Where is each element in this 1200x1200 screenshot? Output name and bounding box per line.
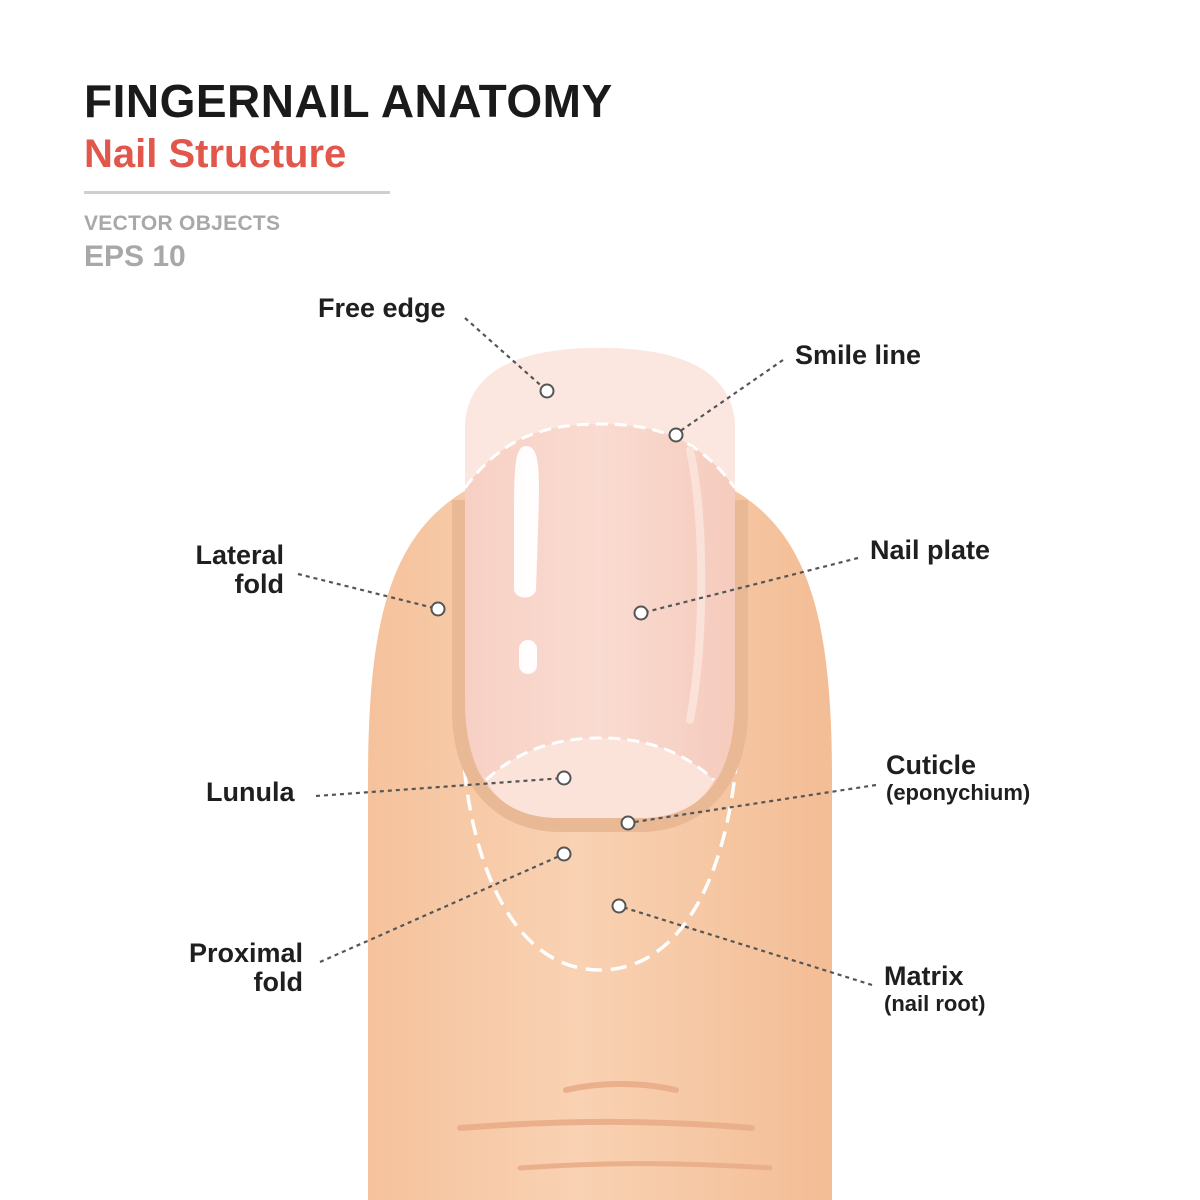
marker-lateral-fold [430, 601, 446, 617]
marker-smile-line [668, 427, 684, 443]
leader-free-edge [464, 317, 547, 391]
label-lateral-fold-line1: Lateral [195, 540, 284, 570]
marker-nail-plate [633, 605, 649, 621]
marker-lunula [556, 770, 572, 786]
page-title: FINGERNAIL ANATOMY [84, 75, 613, 127]
lunula-shape [486, 738, 714, 818]
label-proximal-fold-line1: Proximal [188, 938, 303, 968]
title-divider [84, 191, 390, 194]
label-lateral-fold-line2: fold [234, 569, 284, 599]
label-cuticle: Cuticle (eponychium) [886, 751, 1030, 806]
marker-proximal-fold [556, 846, 572, 862]
knuckle-crease [457, 1119, 755, 1131]
leader-lateral-fold [297, 572, 439, 611]
leader-nail-plate [641, 556, 859, 615]
label-cuticle-main: Cuticle [886, 750, 977, 780]
leader-cuticle [627, 783, 877, 825]
label-lateral-fold: Lateral fold [160, 541, 284, 599]
nail-highlight [514, 446, 539, 598]
label-matrix-main: Matrix [884, 961, 964, 991]
label-proximal-fold: Proximal fold [150, 939, 303, 997]
nail-side-sheen [686, 446, 706, 724]
meta-vector-objects: VECTOR OBJECTS [84, 212, 281, 235]
marker-free-edge [539, 383, 555, 399]
free-edge-shape [465, 348, 735, 488]
meta-eps-version: EPS 10 [84, 240, 186, 273]
page-subtitle: Nail Structure [84, 132, 347, 176]
label-cuticle-sub: (eponychium) [886, 780, 1031, 805]
label-matrix: Matrix (nail root) [884, 962, 985, 1017]
leader-smile-line [675, 359, 784, 435]
leader-lunula [315, 776, 565, 798]
marker-matrix [611, 898, 627, 914]
label-free-edge: Free edge [318, 293, 446, 323]
knuckle-crease [563, 1081, 679, 1093]
knuckle-crease [517, 1161, 773, 1171]
label-matrix-sub: (nail root) [884, 991, 986, 1016]
smile-line-shape [463, 422, 737, 489]
label-smile-line: Smile line [795, 340, 922, 370]
nail-highlight [519, 640, 537, 674]
label-lunula: Lunula [206, 777, 295, 807]
marker-cuticle [620, 815, 636, 831]
matrix-outline [460, 719, 740, 972]
label-nail-plate: Nail plate [870, 535, 991, 565]
lunula-outline [484, 736, 716, 782]
label-proximal-fold-line2: fold [253, 967, 303, 997]
